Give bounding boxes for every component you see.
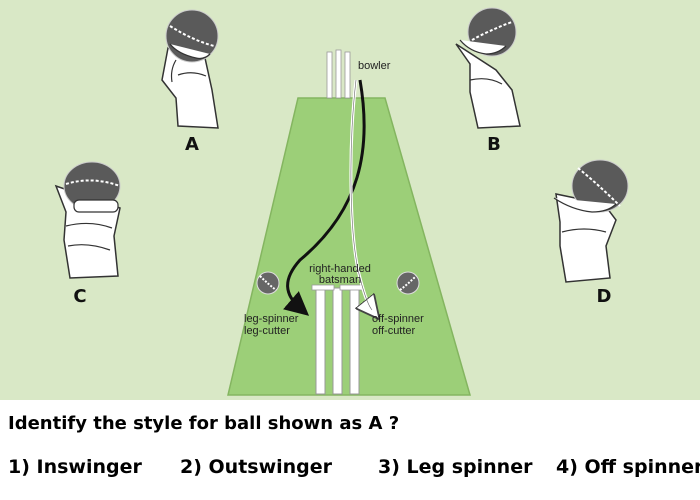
cricket-diagram: bowler right-handed batsman leg-spinner … [0,0,700,400]
grip-b-label: B [487,134,501,155]
wicket-stumps-icon [311,284,363,395]
batsman-label: right-handed [309,263,371,275]
hand-grip-icon [161,9,219,129]
leg-spinner-label: leg-spinner [244,313,299,325]
leg-spin-trajectory [283,79,366,316]
wicket-stumps-icon [326,49,351,99]
option-3[interactable]: 3) Leg spinner [378,456,533,478]
off-cutter-label: off-cutter [372,325,416,337]
cricket-ball-icon [256,271,280,295]
cricket-ball-icon [396,271,420,295]
option-1[interactable]: 1) Inswinger [8,456,142,478]
bowler-label: bowler [358,60,391,72]
question-text: Identify the style for ball shown as A ? [8,413,400,434]
pitch [227,97,471,396]
grip-a-label: A [185,134,199,155]
hand-grip-icon [455,7,521,129]
grip-d-label: D [597,286,612,307]
batsman-label: batsman [319,274,361,286]
leg-cutter-label: leg-cutter [244,325,290,337]
option-4[interactable]: 4) Off spinner [556,456,700,478]
off-spinner-label: off-spinner [372,313,424,325]
hand-grip-icon [54,161,121,279]
option-2[interactable]: 2) Outswinger [180,456,333,478]
hand-grip-icon [553,159,629,283]
grip-c-label: C [73,286,86,307]
